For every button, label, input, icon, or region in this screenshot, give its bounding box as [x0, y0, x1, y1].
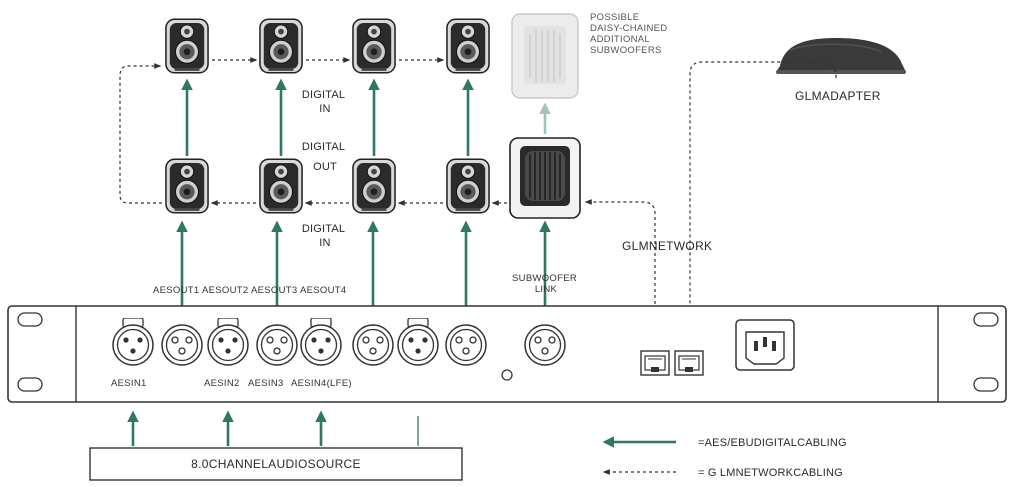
glm-network-cable-from-adapter — [690, 61, 837, 350]
row-loop-cable — [119, 63, 162, 204]
speaker-icon — [352, 158, 396, 214]
rack-ear-hole — [973, 377, 999, 392]
speaker-icon — [165, 18, 209, 74]
rack-ear-hole — [17, 312, 43, 327]
speaker-icon — [259, 18, 303, 74]
speakers-top-row — [165, 18, 490, 74]
aes-in-2-label: AESIN2 — [204, 378, 240, 389]
subwoofer-icon — [509, 137, 581, 219]
speaker-icon — [259, 158, 303, 214]
aes-in-cables — [127, 410, 327, 446]
audio-source-box — [89, 447, 463, 481]
aes-in-1-label: AESIN1 — [111, 378, 147, 389]
aes-out-1-connector — [161, 324, 203, 366]
rack-ear-hole — [973, 312, 999, 327]
glm-adapter-icon — [776, 38, 906, 74]
speaker-icon — [352, 18, 396, 74]
subwoofer-link-connector — [524, 324, 566, 366]
aes-in-4-label: AESIN4(LFE) — [291, 378, 352, 389]
rack-unit — [7, 305, 1007, 403]
glm-network-cable-to-sub — [584, 199, 656, 352]
aes-out-2-connector — [256, 324, 298, 366]
speaker-icon — [165, 158, 209, 214]
legend: =AES/EBUDIGITALCABLING = G LMNETWORKCABL… — [602, 436, 847, 479]
glm-network-port — [640, 350, 670, 376]
audio-source-label: 8.0CHANNELAUDIOSOURCE — [191, 457, 361, 471]
digital-out-label: DIGITAL OUT — [302, 141, 348, 173]
speaker-icon — [446, 158, 490, 214]
digital-in-bottom-label: DIGITAL IN — [302, 223, 348, 249]
digital-in-top-label: DIGITAL IN — [302, 89, 348, 115]
aes-out-4-connector — [445, 324, 487, 366]
aes-out-3-connector — [352, 324, 394, 366]
subwoofer-link-label: SUBWOOFER LINK — [512, 273, 580, 295]
glm-network-label: GLMNETWORK — [622, 239, 712, 253]
aes-out-4-label: AESOUT4 — [300, 285, 346, 296]
aes-out-1-label: AESOUT1 — [153, 285, 199, 296]
additional-subwoofer-icon — [511, 13, 579, 99]
legend-digital-label: =AES/EBUDIGITALCABLING — [698, 437, 847, 449]
ground-screw-icon — [501, 369, 513, 381]
aes-out-2-label: AESOUT2 — [202, 285, 248, 296]
speaker-icon — [446, 18, 490, 74]
possible-subwoofers-label: POSSIBLE DAISY-CHAINED ADDITIONAL SUBWOO… — [590, 12, 670, 56]
glm-adapter-label: GLMADAPTER — [795, 89, 881, 103]
power-inlet-icon — [735, 319, 795, 371]
aes-in-3-label: AESIN3 — [248, 378, 284, 389]
aes-out-3-label: AESOUT3 — [251, 285, 297, 296]
legend-network-label: = G LMNETWORKCABLING — [698, 467, 843, 479]
speaker-digital-links — [181, 78, 474, 156]
glm-network-port — [674, 350, 704, 376]
rack-ear-hole — [17, 377, 43, 392]
